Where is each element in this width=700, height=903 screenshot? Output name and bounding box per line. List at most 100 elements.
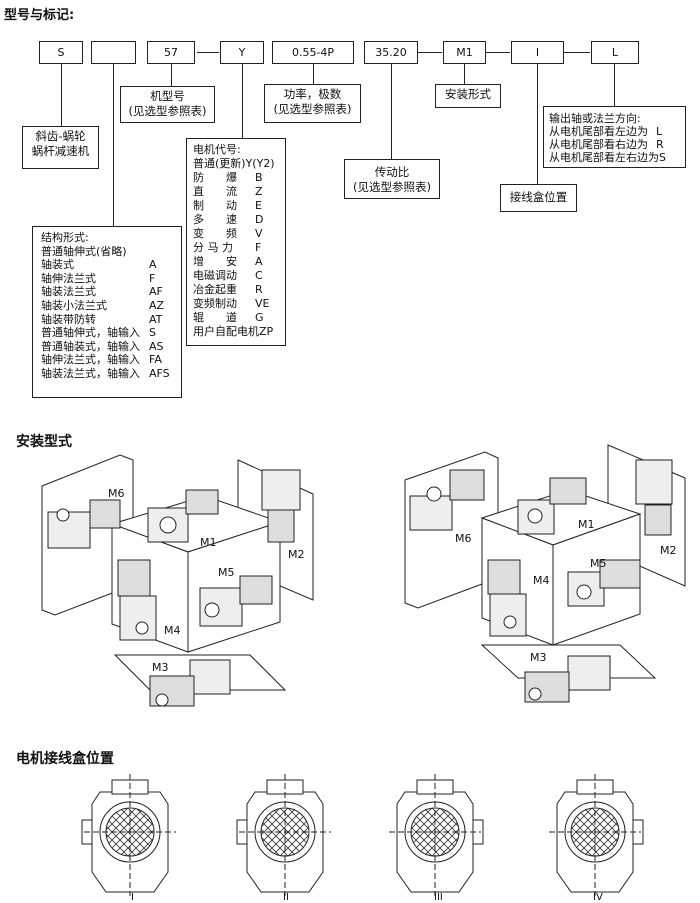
connector bbox=[564, 52, 590, 53]
leader-line bbox=[61, 64, 62, 126]
label-line: 机型号 bbox=[150, 89, 185, 103]
structure-row-code: AS bbox=[149, 339, 164, 353]
motor-row-label: 制 动 bbox=[193, 199, 237, 212]
connector bbox=[197, 52, 219, 53]
structure-row-code: A bbox=[149, 258, 157, 272]
leader-line bbox=[537, 64, 538, 184]
structure-row-label: 普通轴伸式(省略) bbox=[41, 244, 127, 258]
code-box-terminal: I bbox=[511, 41, 564, 64]
motor-row-code: E bbox=[255, 199, 262, 212]
connector bbox=[418, 52, 442, 53]
motor-row-label: 分 马 力 bbox=[193, 241, 233, 254]
terminal-box-view bbox=[549, 774, 644, 896]
motor-row-code: A bbox=[255, 255, 263, 268]
motor-row-label: 变频制动 bbox=[193, 297, 237, 310]
structure-row-code: F bbox=[149, 271, 156, 285]
structure-row-label: 轴伸法兰式，轴输入 bbox=[41, 353, 140, 367]
motor-row-code: B bbox=[255, 171, 263, 184]
mount-label-m4: M4 bbox=[533, 574, 550, 587]
structure-row: 普通轴伸式(省略) bbox=[41, 245, 173, 259]
structure-row-code: FA bbox=[149, 353, 162, 367]
label-line: 蜗杆减速机 bbox=[31, 144, 90, 158]
label-mount: 安装形式 bbox=[435, 84, 501, 108]
leader-line bbox=[391, 64, 392, 159]
motor-row-code: Z bbox=[255, 185, 263, 198]
leader-line bbox=[313, 64, 314, 84]
label-line: (见选型参照表) bbox=[273, 102, 352, 116]
terminal-box-view bbox=[389, 774, 484, 896]
structure-row-code: AT bbox=[149, 312, 163, 326]
code-box-power: 0.55-4P bbox=[272, 41, 354, 64]
leader-line bbox=[614, 64, 615, 106]
motor-title: 电机代号: bbox=[193, 143, 241, 156]
label-line: 斜齿-蜗轮 bbox=[35, 129, 86, 143]
output-row-code: L bbox=[656, 125, 663, 138]
motor-row-label: 防 爆 bbox=[193, 171, 237, 184]
motor-row-label: 直 流 bbox=[193, 185, 237, 198]
section-title-mounting: 安装型式 bbox=[16, 434, 72, 450]
terminal-box-view bbox=[81, 774, 176, 896]
structure-row-label: 普通轴伸式，轴输入 bbox=[41, 326, 140, 340]
motor-row-code: ZP bbox=[259, 325, 274, 338]
output-row-label: 从电机尾部看左边为 bbox=[549, 125, 648, 138]
motor-row-code: F bbox=[255, 241, 262, 254]
mount-label-m3: M3 bbox=[152, 661, 169, 674]
motor-row-label: 辊 道 bbox=[193, 311, 237, 324]
structure-row-label: 轴装式 bbox=[41, 258, 74, 272]
motor-row-label: 普通(更新)Y(Y2) bbox=[193, 157, 275, 170]
mount-label-m2: M2 bbox=[660, 544, 677, 557]
motor-row: 普通(更新)Y(Y2) bbox=[193, 157, 279, 171]
connector bbox=[486, 52, 510, 53]
motor-row-label: 变 频 bbox=[193, 227, 237, 240]
structure-row: 轴装式 A bbox=[41, 258, 173, 272]
code-box-structure bbox=[91, 41, 136, 64]
code-box-frame: 57 bbox=[147, 41, 195, 64]
terminal-box-view bbox=[236, 774, 331, 896]
structure-row-label: 轴装法兰式 bbox=[41, 285, 96, 299]
structure-row-code: AZ bbox=[149, 298, 165, 312]
code-box-type: S bbox=[39, 41, 83, 64]
structure-title: 结构形式: bbox=[41, 231, 89, 244]
mount-label-m6: M6 bbox=[108, 487, 125, 500]
structure-row-code: AFS bbox=[149, 366, 170, 380]
motor-row-label: 冶金起重 bbox=[193, 283, 237, 296]
label-ratio: 传动比 (见选型参照表) bbox=[344, 159, 440, 199]
structure-row: 轴装法兰式 AF bbox=[41, 285, 173, 299]
motor-row-code: D bbox=[255, 213, 264, 226]
section-title-terminal-box: 电机接线盒位置 bbox=[16, 751, 114, 767]
leader-line bbox=[242, 64, 243, 138]
code-box-motor: Y bbox=[220, 41, 264, 64]
code-box-mount: M1 bbox=[443, 41, 486, 64]
mount-label-m6: M6 bbox=[455, 532, 472, 545]
motor-row-label: 多 速 bbox=[193, 213, 237, 226]
label-frame: 机型号 (见选型参照表) bbox=[120, 86, 215, 123]
leader-line bbox=[464, 64, 465, 84]
output-row: 从电机尾部看左边为 L bbox=[549, 125, 680, 138]
structure-row-code: AF bbox=[149, 285, 163, 299]
structure-row: 轴伸法兰式，轴输入 FA bbox=[41, 353, 173, 367]
output-title: 输出轴或法兰方向: bbox=[549, 112, 641, 125]
mount-label-m3: M3 bbox=[530, 651, 547, 664]
label-line: 功率，极数 bbox=[283, 87, 342, 101]
label-line: (见选型参照表) bbox=[128, 104, 207, 118]
